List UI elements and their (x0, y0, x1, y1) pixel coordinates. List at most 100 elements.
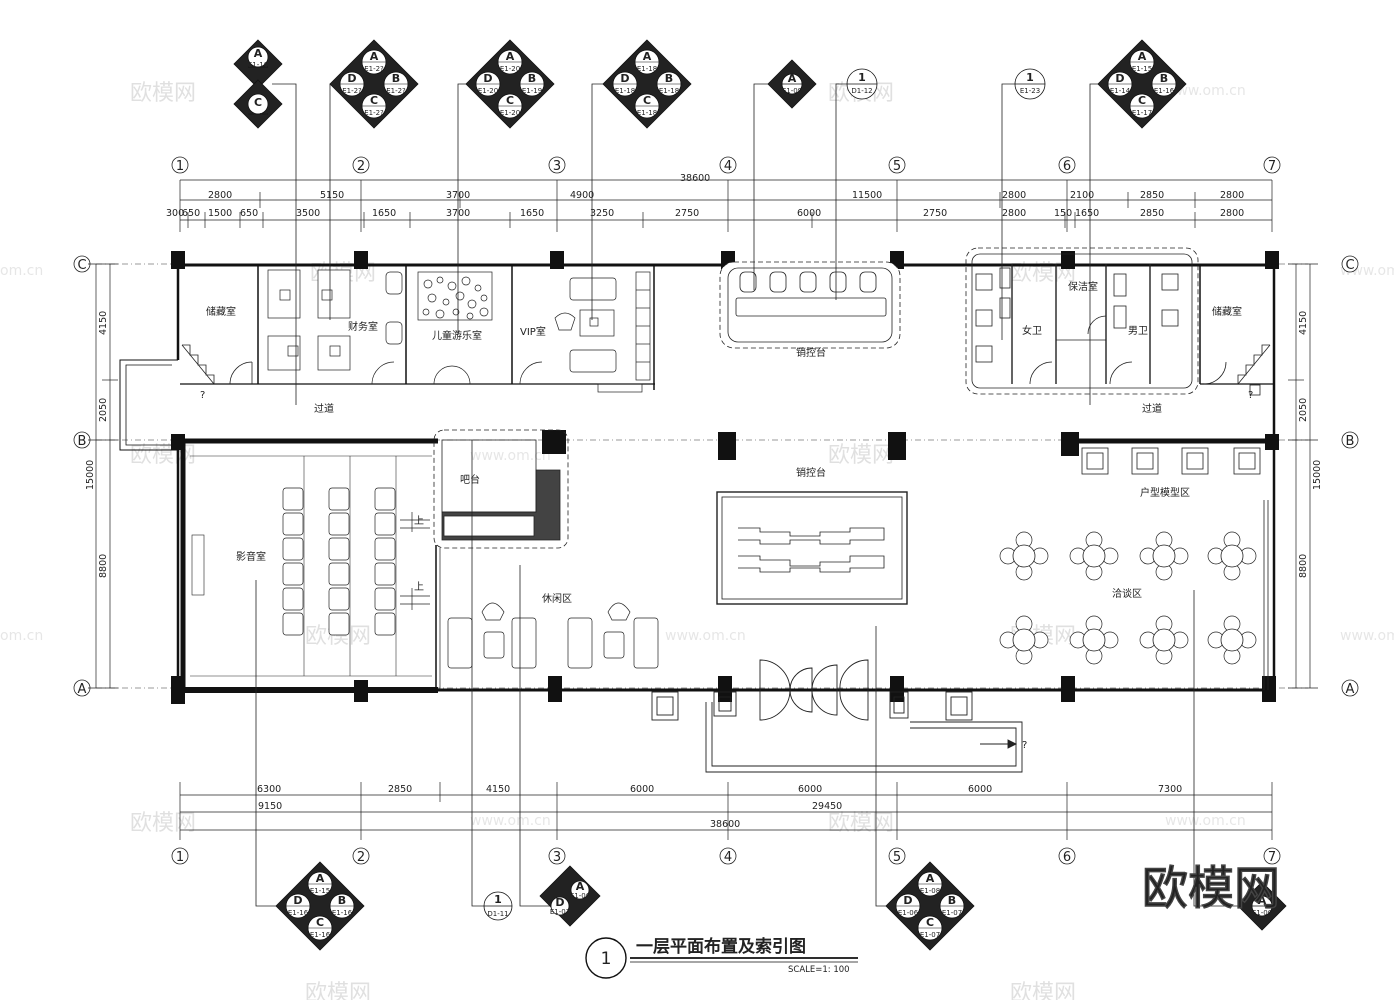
callout-letter: D (483, 72, 492, 85)
callout-letter: 1 (858, 71, 866, 84)
label-storage-left: 储藏室 (206, 305, 236, 318)
callout-letter: A (643, 50, 652, 63)
side-dimensions (88, 263, 1318, 689)
theater-seat (374, 537, 396, 561)
round-table (1152, 544, 1176, 568)
dim-value: 5150 (320, 190, 344, 201)
callout-letter: A (254, 47, 263, 60)
dim-value: 8800 (1298, 554, 1309, 578)
callout-letter: A (1138, 50, 1147, 63)
dim-value: 1650 (520, 208, 544, 219)
negotiation-table (1069, 531, 1119, 581)
round-table (1082, 544, 1106, 568)
watermark-url: www.om.cn (1340, 628, 1394, 644)
drawing-scale: SCALE=1: 100 (788, 965, 850, 975)
callout-letter: B (528, 72, 536, 85)
round-table (1012, 628, 1036, 652)
dim-value: 6000 (798, 784, 822, 795)
dim-value: 6000 (797, 208, 821, 219)
theater-seat (328, 612, 350, 636)
theater-seat (328, 562, 350, 586)
label-up: 上 (414, 581, 424, 593)
entrance (651, 659, 1023, 773)
axis-label: 3 (553, 850, 561, 865)
dim-value: 4900 (570, 190, 594, 201)
dim-value: 6000 (968, 784, 992, 795)
label-unknown: ? (1022, 740, 1027, 751)
callout-bottom-single-text: A E1-00 (1252, 894, 1272, 917)
axis-label: B (78, 434, 87, 449)
sand-table-model (716, 491, 908, 605)
label-cleaning: 保洁室 (1068, 280, 1098, 293)
callout-letter: A (1258, 894, 1267, 907)
callout-letter: B (338, 894, 346, 907)
dim-value: 3250 (590, 208, 614, 219)
callout-letter: D (1115, 72, 1124, 85)
callout-ref: E1-2? (342, 87, 362, 95)
toilet-block (965, 247, 1199, 395)
theater-seat (328, 487, 350, 511)
theater-seat (374, 612, 396, 636)
theater-seat (328, 512, 350, 536)
axis-label: A (1346, 682, 1355, 697)
watermark-url: om.cn (0, 263, 43, 279)
vip-room-furniture (519, 271, 651, 393)
watermark-url: www.om.cn (1165, 83, 1246, 99)
theater-seat (328, 587, 350, 611)
callout-letter: A (370, 50, 379, 63)
callout-ref: E1-16 (332, 909, 353, 917)
callout-diamond (329, 39, 419, 129)
label-women: 女卫 (1022, 324, 1042, 337)
axis-label: 1 (176, 159, 184, 174)
brand-logo-watermark: 欧模网 (1142, 861, 1280, 915)
bottom-dimensions (179, 782, 1273, 840)
label-negotiation: 洽谈区 (1112, 587, 1142, 600)
dim-value: 2850 (1140, 190, 1164, 201)
dim-total-top: 38600 (680, 173, 710, 184)
axis-bubbles (73, 156, 1359, 865)
axis-label: B (1346, 434, 1355, 449)
axis-label: C (77, 258, 86, 273)
callout-ref: E1-19 (522, 87, 542, 95)
label-sales-center: 销控台 (796, 466, 826, 479)
dim-value: 8800 (98, 554, 109, 578)
theater-seat (282, 612, 304, 636)
callout-top-1-text: A E1-10 C E1-11 (248, 47, 268, 120)
dim-value: 300 (166, 208, 184, 219)
axis-label: A (78, 682, 87, 697)
label-finance: 财务室 (348, 320, 378, 333)
label-vip: VIP室 (520, 325, 546, 338)
callout-letter: D (555, 896, 564, 909)
dim-value: 4150 (98, 311, 109, 335)
dim-value: 2750 (675, 208, 699, 219)
dim-value: 650 (182, 208, 200, 219)
label-corridor-left: 过道 (314, 402, 334, 415)
room-labels: 储藏室 财务室 儿童游乐室 VIP室 销控台 女卫 保洁室 男卫 储藏室 过道 … (200, 280, 1253, 751)
callout-ref: E1-06 (570, 892, 591, 900)
callout-ref: E1-15 (310, 887, 330, 895)
callout-letter: A (576, 880, 585, 893)
dim-value: 15000 (1312, 460, 1323, 490)
top-dimensions (179, 179, 1273, 232)
callout-letter: A (506, 50, 515, 63)
drawing-title: 一层平面布置及索引图 (636, 936, 806, 957)
theater-seat (374, 512, 396, 536)
callout-top-circle-1 (846, 68, 878, 100)
callout-letter: C (254, 96, 262, 109)
negotiation-table (1139, 615, 1189, 665)
watermark-text: 欧模网 (130, 811, 196, 836)
axis-label: 2 (357, 850, 365, 865)
label-sales-top: 销控台 (796, 346, 826, 359)
callout-bottom-dual-text: A E1-06 D E1-07 (550, 880, 591, 916)
callout-letter: 1 (1026, 71, 1034, 84)
watermark-text: 欧模网 (828, 443, 894, 468)
callout-ref: E1-17 (1132, 109, 1152, 117)
label-corridor-right: 过道 (1142, 402, 1162, 415)
negotiation-table (1207, 615, 1257, 665)
callout-ref: E1-20 (478, 87, 498, 95)
dim-value: 150 (1054, 208, 1072, 219)
label-up: 上 (414, 515, 424, 527)
callout-bottom-dual (539, 865, 601, 927)
round-table (1220, 628, 1244, 652)
